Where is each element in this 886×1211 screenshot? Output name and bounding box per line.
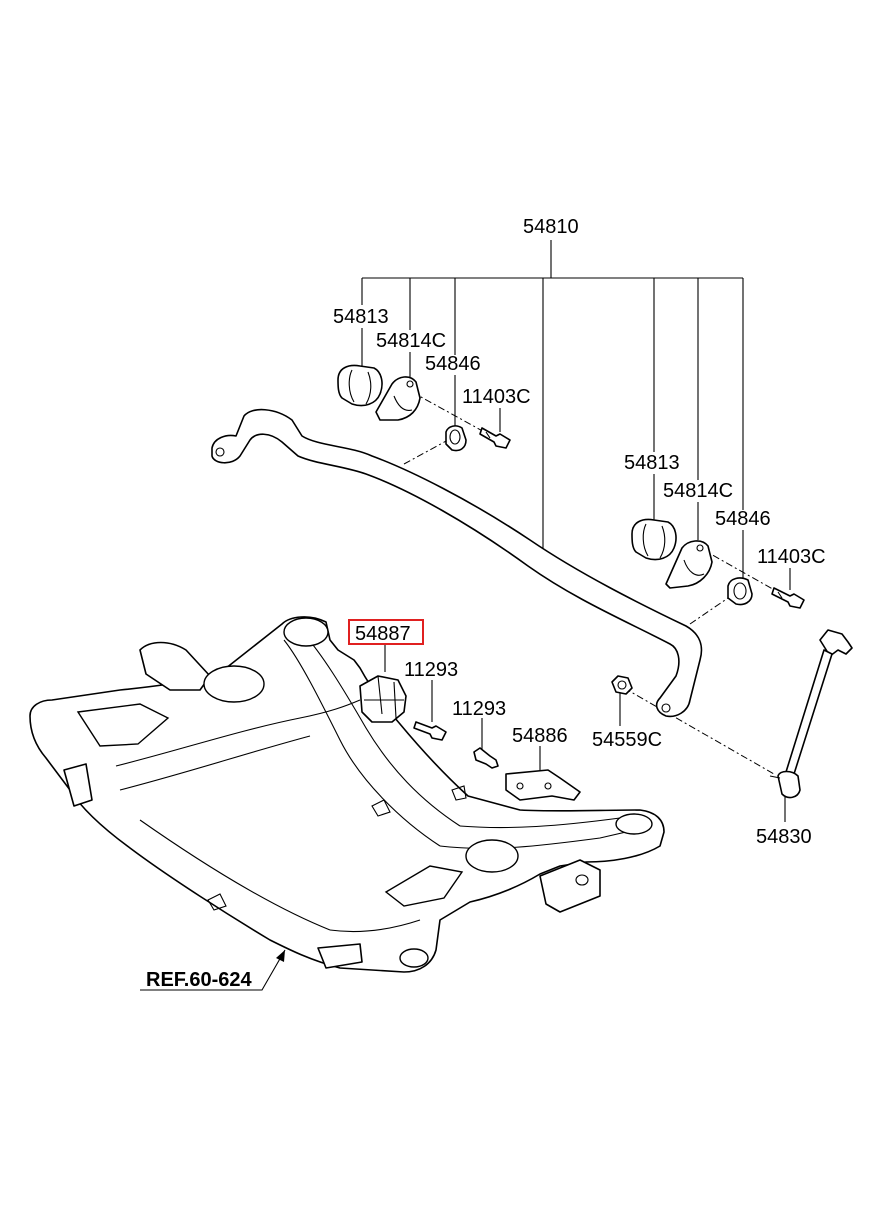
bolt-11403c-left [479,427,511,449]
label-54846-left: 54846 [425,353,481,375]
assembly-line-right [689,597,729,625]
bushing-54813-right [631,518,677,561]
mount-54887 [359,675,407,723]
label-54814c-left: 54814C [376,330,446,352]
subframe [29,616,665,973]
label-54559c: 54559C [592,729,662,751]
bolt-11293-a [413,721,447,741]
label-11403c-right: 11403C [757,546,826,568]
highlight-box-54887 [348,619,424,645]
bracket-54814c-right [665,540,713,589]
label-54810: 54810 [523,216,579,238]
label-11293-b: 11293 [452,698,506,720]
ref-arrowhead [276,950,285,962]
stabilizer-link [769,629,853,799]
label-11403c-left: 11403C [462,386,531,408]
label-54814c-right: 54814C [663,480,733,502]
assembly-line-left [403,439,449,465]
label-54813-right: 54813 [624,452,680,474]
bolt-11293-b [473,747,499,769]
leader-54810-bracket [361,240,744,548]
bushing-54846-right [727,577,753,606]
bracket-54886 [505,769,581,801]
bolt-11403c-right [771,587,805,609]
stabilizer-bar [211,408,703,718]
label-ref: REF.60-624 [146,969,252,991]
label-54846-right: 54846 [715,508,771,530]
label-54886: 54886 [512,725,568,747]
leader-ref [140,949,286,991]
label-11293-a: 11293 [404,659,458,681]
bracket-54814c-left [375,376,421,421]
label-54887: 54887 [355,623,411,645]
label-54813-left: 54813 [333,306,389,328]
bushing-54813-left [337,364,383,407]
nut-54559c [611,675,633,695]
bushing-54846-left [445,425,467,452]
label-54830: 54830 [756,826,812,848]
assembly-line-link [623,687,775,775]
